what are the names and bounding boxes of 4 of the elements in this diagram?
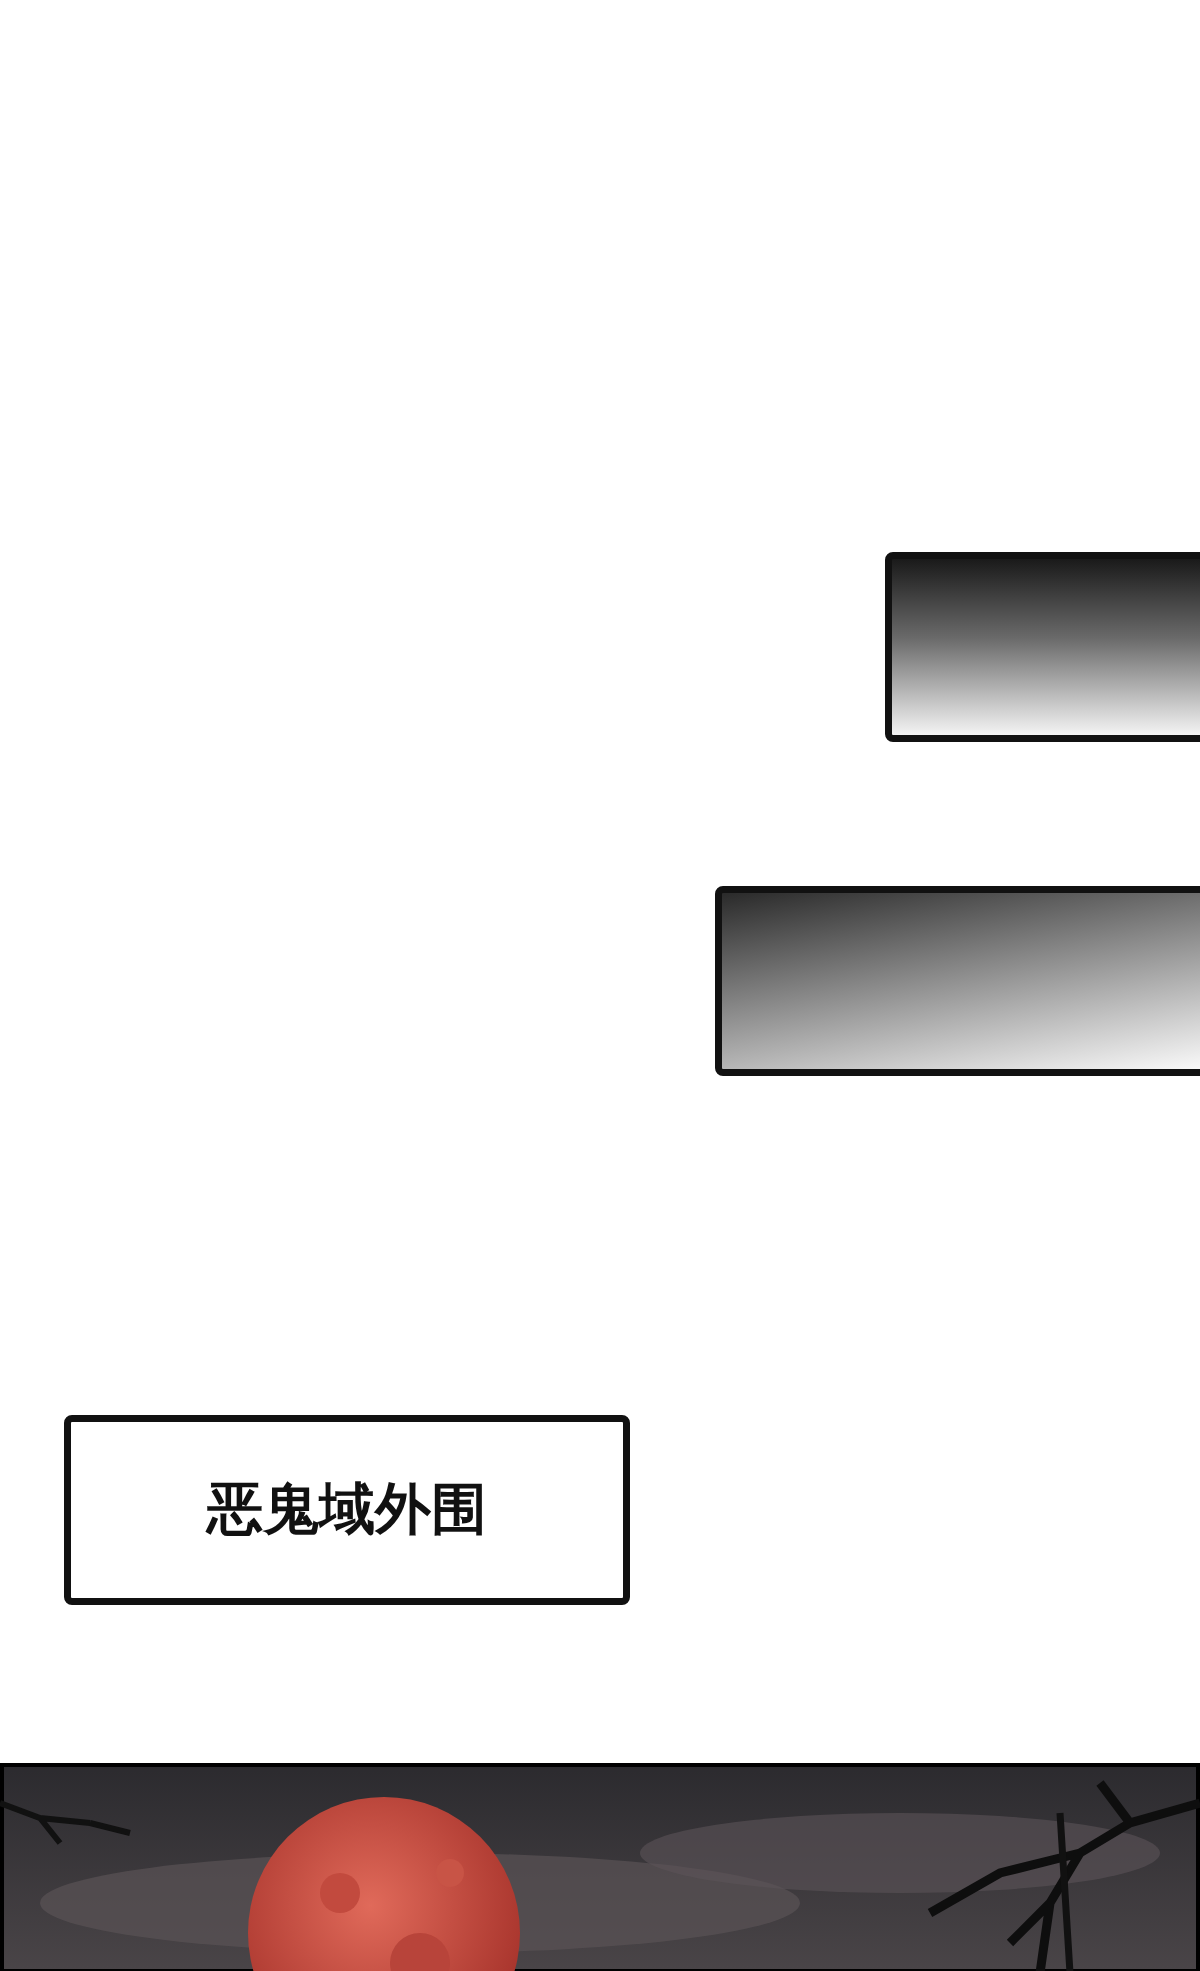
caption-text: 恶鬼域外围 (207, 1474, 487, 1543)
caption-box (64, 1415, 630, 1605)
caption-box (885, 552, 1200, 742)
caption-box (715, 886, 1200, 1076)
